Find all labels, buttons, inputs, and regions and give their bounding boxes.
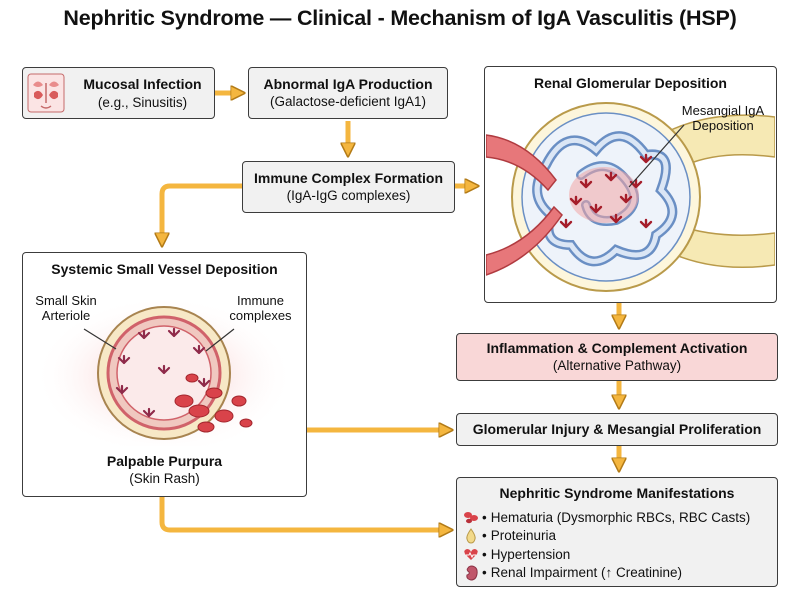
small-skin-arteriole-line2: Arteriole <box>41 308 91 323</box>
immune-complex-title: Immune Complex Formation <box>253 170 444 186</box>
small-skin-arteriole-label: Small Skin Arteriole <box>25 293 107 323</box>
inflammation-box: Inflammation & Complement Activation (Al… <box>456 333 778 381</box>
manifestation-proteinuria: Proteinuria <box>490 528 557 544</box>
systemic-deposition-panel: Systemic Small Vessel Deposition <box>22 252 307 497</box>
manifestations-box: Nephritic Syndrome Manifestations • Hema… <box>456 477 778 587</box>
arrow-complex-to-systemic <box>162 183 242 240</box>
list-item: • Renal Impairment (↑ Creatinine) <box>463 564 750 583</box>
palpable-purpura-subtitle: (Skin Rash) <box>129 471 200 486</box>
sinus-icon <box>27 73 65 113</box>
list-item: • Proteinuria <box>463 527 750 546</box>
manifestation-hematuria: Hematuria (Dysmorphic RBCs, RBC Casts) <box>490 509 751 525</box>
mucosal-infection-box: Mucosal Infection (e.g., Sinusitis) <box>22 67 215 119</box>
inflammation-subtitle: (Alternative Pathway) <box>552 358 682 373</box>
manifestation-renal-impairment: Renal Impairment (↑ Creatinine) <box>490 565 683 581</box>
renal-deposition-title: Renal Glomerular Deposition <box>534 75 727 91</box>
inflammation-title: Inflammation & Complement Activation <box>486 340 748 356</box>
glomerulus-illustration <box>486 102 775 292</box>
heart-icon <box>464 549 478 561</box>
palpable-purpura-title: Palpable Purpura <box>106 453 223 469</box>
mesangial-iga-label-line1: Mesangial IgA <box>681 103 765 118</box>
abnormal-iga-title: Abnormal IgA Production <box>263 76 433 92</box>
abnormal-iga-box: Abnormal IgA Production (Galactose-defic… <box>248 67 448 119</box>
manifestation-hypertension: Hypertension <box>490 546 571 562</box>
small-skin-arteriole-line1: Small Skin <box>35 293 97 308</box>
immune-complex-box: Immune Complex Formation (IgA-IgG comple… <box>242 161 455 213</box>
renal-deposition-panel: Renal Glomerular Deposition <box>484 66 777 303</box>
droplet-icon <box>466 527 476 544</box>
systemic-deposition-title: Systemic Small Vessel Deposition <box>51 261 278 277</box>
manifestations-list: • Hematuria (Dysmorphic RBCs, RBC Casts)… <box>463 508 750 582</box>
list-item: • Hematuria (Dysmorphic RBCs, RBC Casts) <box>463 508 750 527</box>
abnormal-iga-subtitle: (Galactose-deficient IgA1) <box>269 94 427 109</box>
arrow-systemic-to-manifestations <box>159 497 446 530</box>
skin-arteriole-illustration <box>34 296 294 446</box>
glomerular-injury-box: Glomerular Injury & Mesangial Proliferat… <box>456 413 778 446</box>
glomerular-injury-title: Glomerular Injury & Mesangial Proliferat… <box>472 421 762 437</box>
manifestations-title: Nephritic Syndrome Manifestations <box>499 485 735 501</box>
kidney-icon <box>466 565 478 581</box>
mesangial-iga-label: Mesangial IgA Deposition <box>673 103 773 133</box>
mesangial-iga-label-line2: Deposition <box>692 118 754 133</box>
immune-complexes-line2: complexes <box>229 308 292 323</box>
mucosal-infection-title: Mucosal Infection <box>83 76 202 92</box>
blood-cells-icon <box>464 512 478 524</box>
immune-complexes-line1: Immune <box>237 293 284 308</box>
immune-complex-subtitle: (IgA-IgG complexes) <box>286 188 411 203</box>
immune-complexes-label: Immune complexes <box>223 293 298 323</box>
mucosal-infection-subtitle: (e.g., Sinusitis) <box>97 95 188 110</box>
list-item: • Hypertension <box>463 545 750 564</box>
page-title: Nephritic Syndrome — Clinical - Mechanis… <box>63 6 737 30</box>
